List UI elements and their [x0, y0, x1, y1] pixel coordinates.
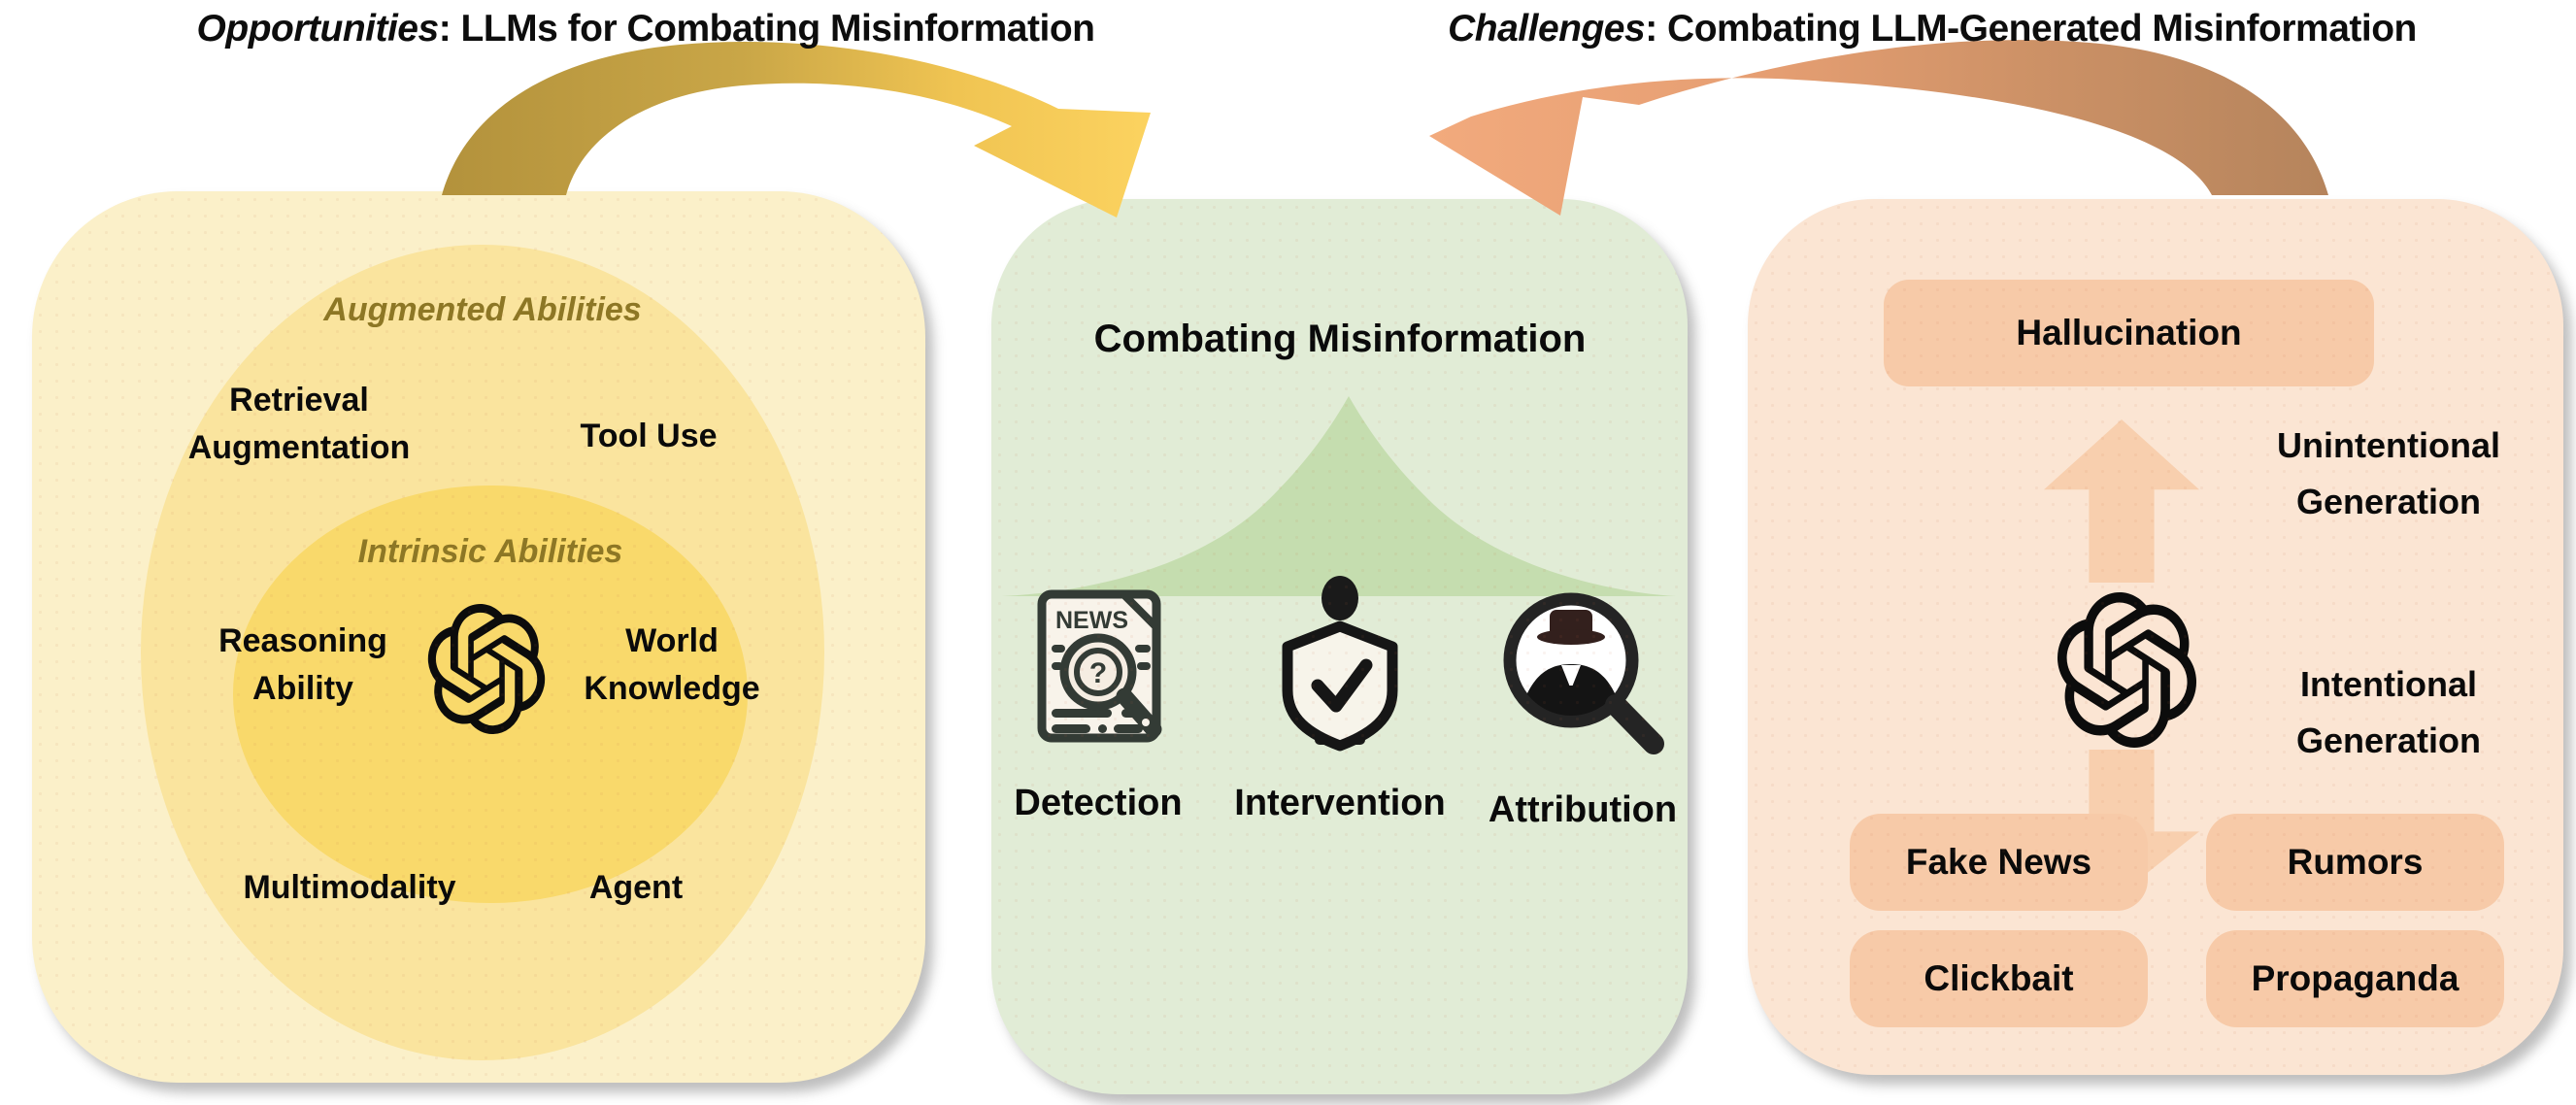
intrinsic-abilities-label: Intrinsic Abilities	[357, 533, 623, 570]
opportunities-title-rest: : LLMs for Combating Misinformation	[438, 8, 1095, 50]
detective-magnifier-icon	[1503, 592, 1664, 754]
intrinsic-abilities-ellipse	[233, 486, 748, 903]
opportunities-title: Opportunities: LLMs for Combating Misinf…	[160, 8, 1131, 50]
hallucination-label: Hallucination	[2016, 313, 2242, 352]
retrieval-augmentation-label: Retrieval Augmentation	[187, 382, 411, 467]
opportunities-panel: Augmented Abilities Retrieval Augmentati…	[32, 191, 925, 1083]
opportunities-title-emphasis: Opportunities	[196, 8, 440, 50]
propaganda-box: Propaganda	[2206, 930, 2504, 1027]
clickbait-label: Clickbait	[1924, 958, 2074, 998]
detection-label: Detection	[1014, 783, 1183, 823]
shield-person-icon	[1282, 576, 1398, 752]
news-magnifier-icon: NEWS ?	[1037, 589, 1162, 743]
challenges-panel: Hallucination Unintentional Generation I…	[1748, 199, 2563, 1075]
challenges-title: Challenges: Combating LLM-Generated Misi…	[1311, 8, 2554, 50]
fake-news-box: Fake News	[1850, 814, 2148, 911]
fake-news-label: Fake News	[1905, 842, 2092, 882]
propaganda-label: Propaganda	[2251, 958, 2459, 998]
openai-logo-icon	[2057, 592, 2197, 748]
detection-question-glyph: ?	[1089, 657, 1107, 689]
augmented-abilities-label: Augmented Abilities	[323, 291, 642, 328]
clickbait-box: Clickbait	[1850, 930, 2148, 1027]
green-canopy-shape	[1002, 396, 1676, 596]
agent-label: Agent	[588, 869, 684, 906]
combating-title: Combating Misinformation	[1093, 318, 1587, 360]
attribution-label: Attribution	[1488, 789, 1678, 830]
challenges-title-rest: : Combating LLM-Generated Misinformation	[1645, 8, 2417, 50]
rumors-box: Rumors	[2206, 814, 2504, 911]
intentional-generation-label: Intentional Generation	[2295, 664, 2482, 760]
unintentional-up-arrow	[2044, 419, 2199, 583]
openai-logo-icon	[427, 604, 546, 734]
challenges-arrow	[1429, 40, 2328, 216]
combating-panel: Combating Misinformation NEWS ?	[991, 199, 1688, 1094]
tool-use-label: Tool Use	[580, 418, 718, 454]
world-knowledge-label: World Knowledge	[584, 622, 760, 708]
hallucination-box: Hallucination	[1884, 280, 2374, 386]
multimodality-label: Multimodality	[243, 869, 456, 906]
news-icon-text: NEWS	[1055, 607, 1128, 634]
reasoning-ability-label: Reasoning Ability	[218, 622, 387, 708]
intervention-label: Intervention	[1234, 783, 1446, 823]
challenges-title-emphasis: Challenges	[1448, 8, 1646, 50]
unintentional-generation-label: Unintentional Generation	[2277, 425, 2500, 521]
rumors-label: Rumors	[2287, 842, 2424, 882]
